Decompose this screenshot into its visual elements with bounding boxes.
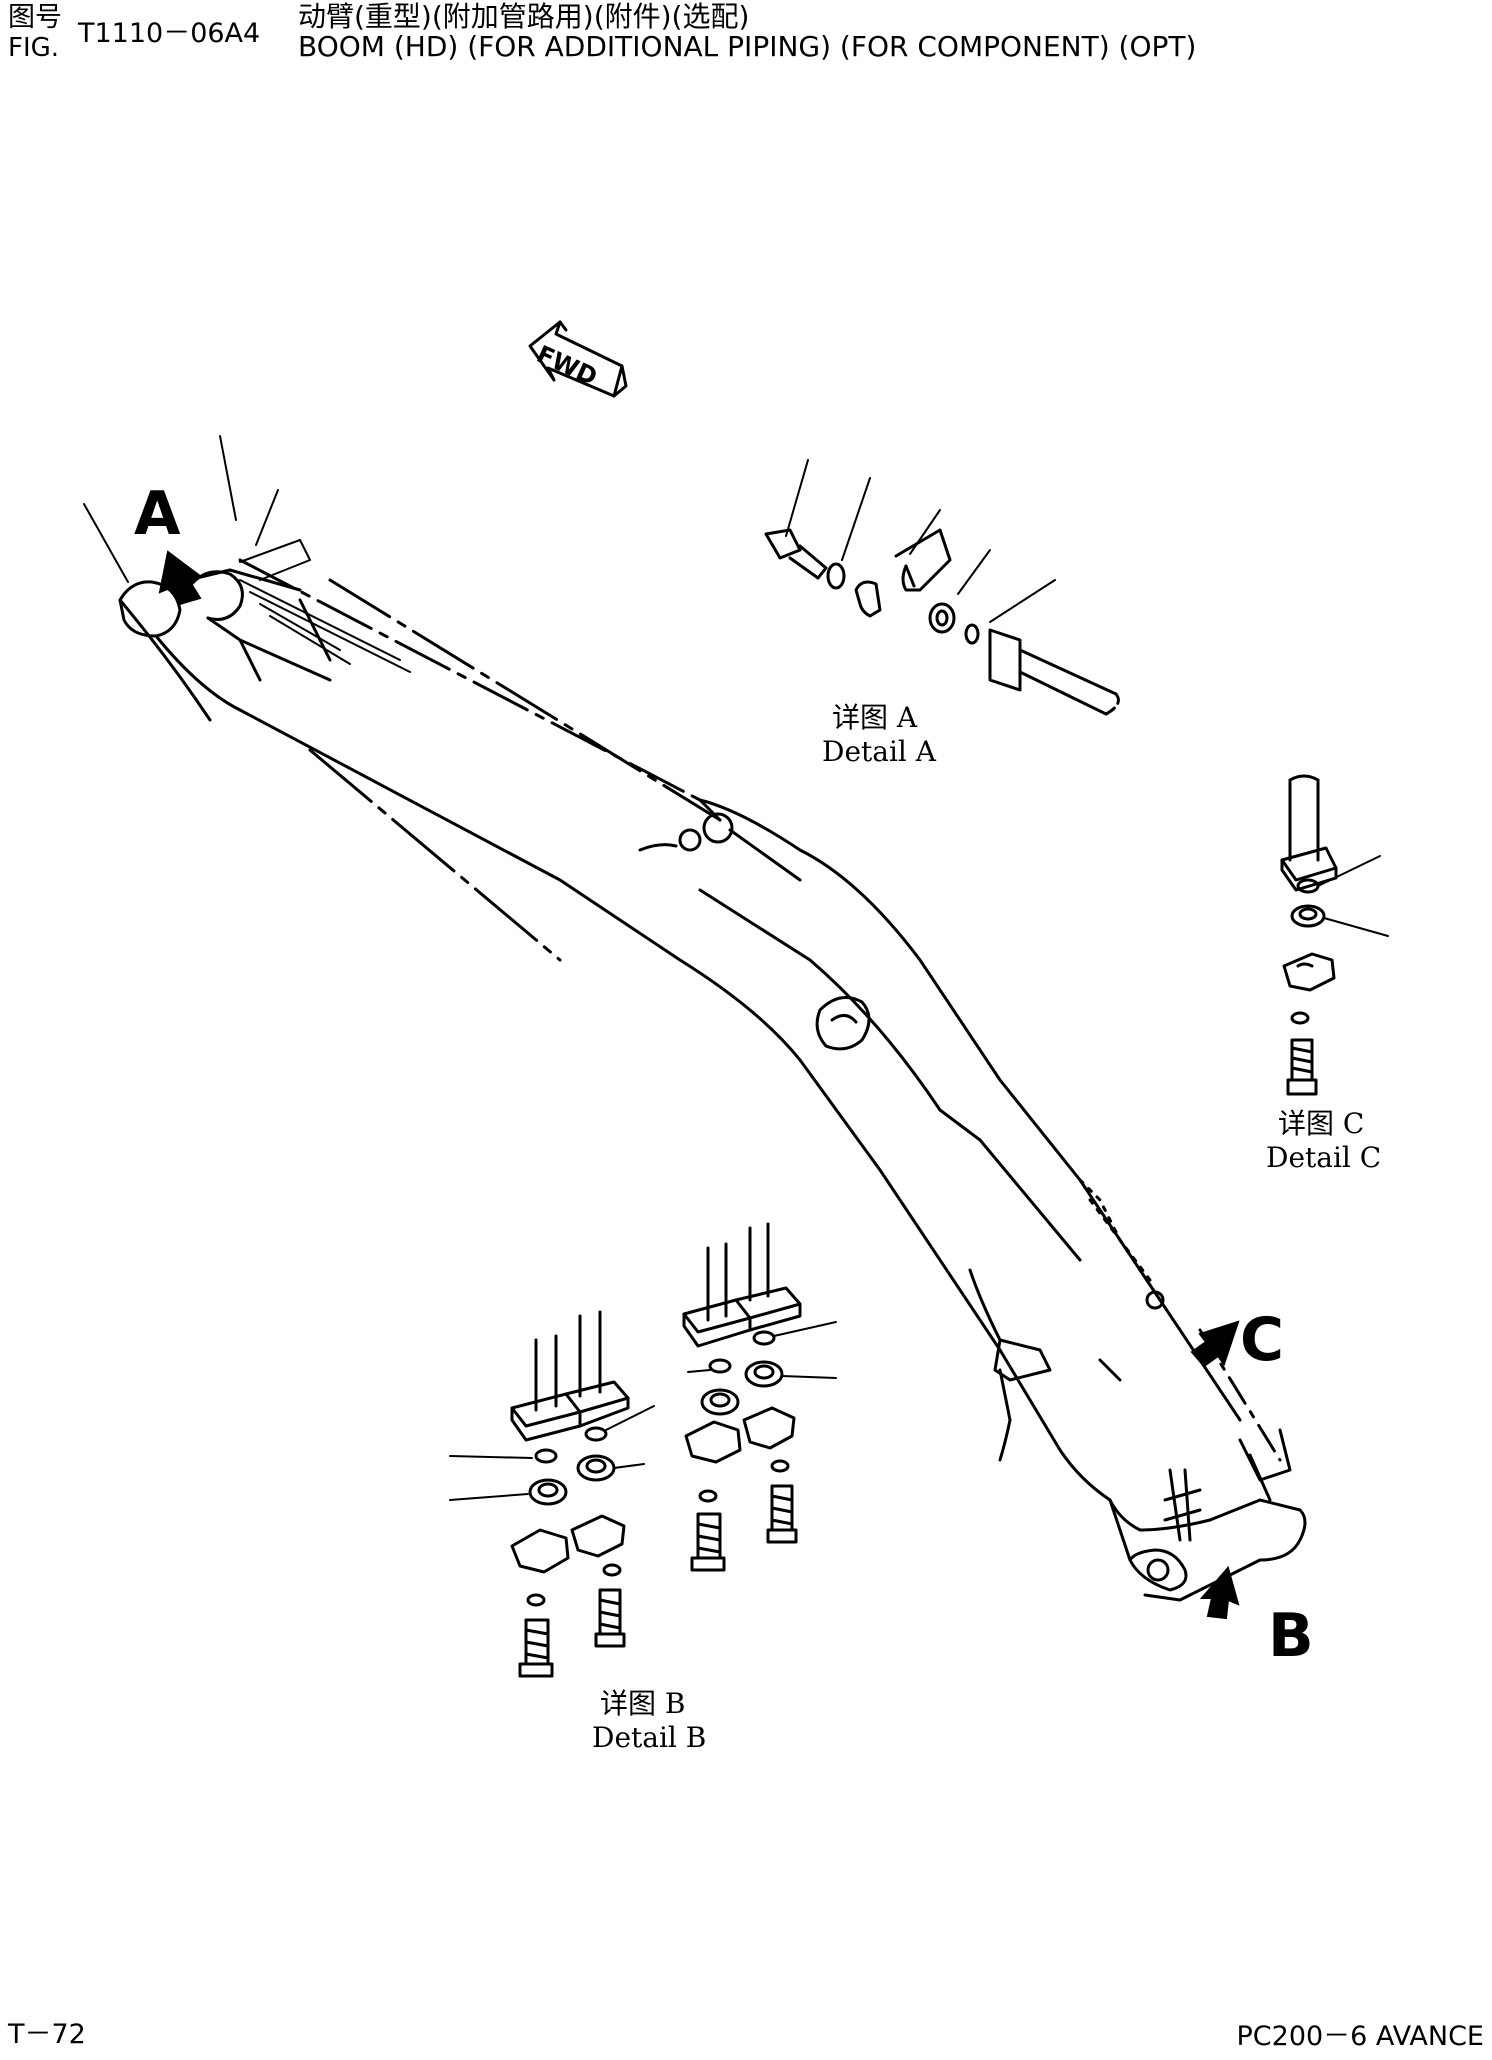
detail-a-parts: [764, 459, 1120, 716]
arrow-b-icon: [1199, 1565, 1240, 1620]
detail-c-parts: [1280, 774, 1389, 1096]
title-cn: 动臂(重型)(附加管路用)(附件)(选配): [298, 0, 750, 33]
detail-b-caption-cn: 详图 B: [600, 1687, 686, 1720]
page-number: T－72: [8, 2019, 86, 2050]
arrow-c-icon: [1190, 1320, 1240, 1368]
boom-body: [118, 539, 1307, 1602]
model-name: PC200－6 AVANCE: [1236, 2021, 1485, 2052]
fig-number: T1110－06A4: [78, 18, 261, 49]
fig-label-cn: 图号: [8, 2, 62, 33]
detail-b-caption-en: Detail B: [592, 1721, 707, 1754]
detail-c-caption-en: Detail C: [1266, 1141, 1382, 1174]
callout-b: B: [1268, 1601, 1314, 1671]
fig-label-en: FIG.: [8, 33, 60, 63]
title-en: BOOM (HD) (FOR ADDITIONAL PIPING) (FOR C…: [298, 30, 1197, 63]
fwd-arrow: [528, 320, 628, 398]
arrow-a-icon: [158, 550, 202, 606]
detail-a-caption-cn: 详图 A: [832, 701, 918, 734]
detail-a-caption-en: Detail A: [822, 735, 936, 768]
callout-arrows: [158, 550, 1240, 1620]
detail-c-caption-cn: 详图 C: [1278, 1107, 1365, 1140]
detail-b-parts: [449, 1222, 837, 1678]
callout-c: C: [1240, 1305, 1285, 1375]
callout-a: A: [134, 479, 181, 549]
